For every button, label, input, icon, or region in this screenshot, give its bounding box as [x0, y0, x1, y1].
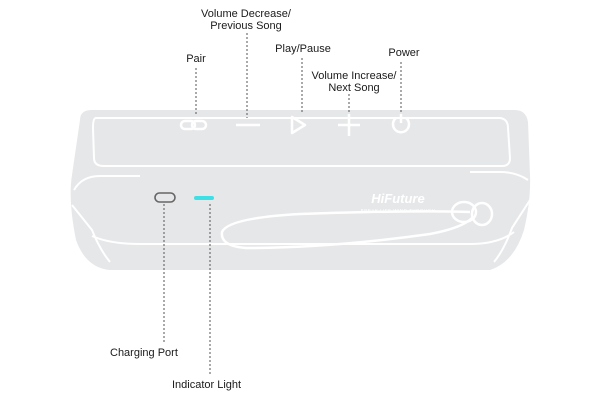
strap	[220, 210, 473, 250]
volume-increase-label-line1: Volume Increase/	[311, 70, 397, 82]
volume-decrease-label-line1: Volume Decrease/	[201, 8, 291, 20]
power-label: Power	[388, 47, 420, 59]
speaker-body	[70, 110, 531, 270]
volume-increase-label-line2: Next Song	[328, 82, 380, 94]
volume-decrease-label: Volume Decrease/ Previous Song	[186, 8, 306, 32]
charging-port	[154, 192, 176, 203]
indicator-light	[194, 196, 214, 200]
charging-port-label: Charging Port	[110, 347, 178, 359]
play-icon	[290, 115, 307, 135]
volume-increase-label: Volume Increase/ Next Song	[296, 70, 412, 94]
leader-lines	[163, 33, 402, 374]
brand-logo: HiFuture	[371, 191, 424, 206]
play-pause-label: Play/Pause	[275, 43, 331, 55]
pair-label: Pair	[186, 53, 206, 65]
plus-icon	[338, 114, 360, 136]
strap-loop	[450, 200, 494, 227]
power-icon	[391, 114, 411, 134]
volume-decrease-label-line2: Previous Song	[210, 20, 282, 32]
brand-tagline: BREAK LIFE WIND THROUGH	[361, 208, 436, 213]
pair-icon	[179, 119, 208, 131]
indicator-light-label: Indicator Light	[172, 379, 242, 391]
